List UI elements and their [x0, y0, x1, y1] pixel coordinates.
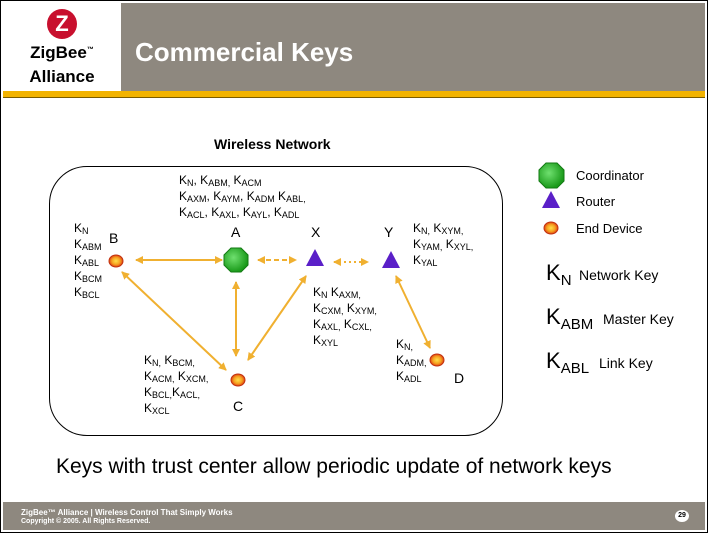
end-device-c-icon [230, 373, 246, 387]
node-label-x: X [311, 224, 321, 240]
node-label-b: B [109, 230, 119, 246]
logo-line2: Alliance [29, 67, 95, 86]
end-device-d-icon [429, 353, 445, 367]
router-x-icon [306, 249, 324, 266]
page-number: 29 [675, 510, 689, 522]
node-label-y: Y [384, 224, 394, 240]
logo-tm: ™ [86, 46, 94, 54]
symbol-master-key: KABM [546, 304, 594, 333]
coordinator-a-icon [223, 247, 249, 273]
slide-title: Commercial Keys [135, 37, 354, 67]
gold-divider-shadow [3, 97, 705, 98]
legend-end-device-icon [543, 221, 559, 235]
symbol-link-key: KABL [546, 348, 590, 377]
trust-center-note: Keys with trust center allow periodic up… [56, 455, 612, 478]
legend-coordinator-icon [538, 162, 565, 189]
link-x-c [247, 275, 307, 361]
legend-router: Router [576, 194, 616, 209]
keys-node-a: KN, KABM, KACM KAXM, KAYM, KADM KABL, KA… [179, 173, 306, 220]
legend-master-key: Master Key [603, 311, 674, 327]
link-y-d [395, 275, 431, 349]
footer-bar: ZigBee™ Alliance | Wireless Control That… [3, 502, 705, 530]
link-b-c [121, 271, 227, 371]
network-boundary [49, 166, 503, 436]
node-label-d: D [454, 370, 465, 386]
legend-link-key: Link Key [599, 355, 653, 371]
gold-divider [3, 91, 705, 97]
zigbee-logo-icon: Z [47, 9, 77, 39]
keys-node-d: KN,KADM,KADL [396, 337, 427, 384]
footer-copyright: Copyright © 2005. All Rights Reserved. [21, 518, 151, 525]
keys-node-y: KN, KXYM,KYAM, KXYL,KYAL [413, 221, 474, 268]
end-device-b-icon [108, 254, 124, 268]
keys-node-c: KN, KBCM,KACM, KXCM,KBCL,KACL,KXCL [144, 353, 209, 416]
zigbee-logo: Z ZigBee™ Alliance [3, 3, 121, 96]
footer-tagline: ZigBee™ Alliance | Wireless Control That… [21, 508, 233, 517]
symbol-network-key: KN [546, 260, 572, 289]
router-y-icon [382, 251, 400, 268]
network-title: Wireless Network [214, 136, 331, 152]
legend-coordinator: Coordinator [576, 168, 644, 183]
keys-node-x: KN KAXM,KCXM, KXYM,KAXL, KCXL,KXYL [313, 285, 377, 348]
legend-router-icon [542, 191, 560, 208]
node-label-c: C [233, 398, 244, 414]
logo-line1: ZigBee [30, 43, 87, 62]
title-bar: Commercial Keys [121, 3, 705, 91]
legend-network-key: Network Key [579, 267, 659, 283]
node-label-a: A [231, 224, 241, 240]
legend-end-device: End Device [576, 221, 643, 236]
